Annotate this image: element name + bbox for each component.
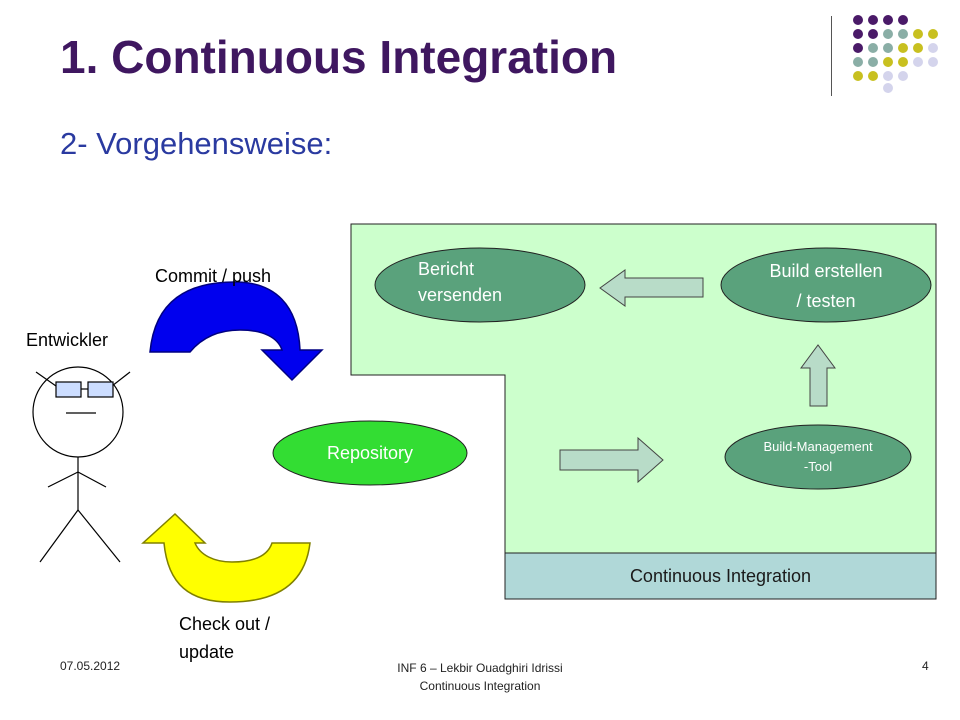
footer-center: INF 6 – Lekbir Ouadghiri Idrissi Continu… [330,659,630,695]
repository-label: Repository [326,442,414,463]
report-label: Bericht versenden [418,259,503,305]
ci-band-label: Continuous Integration [629,565,812,586]
developer-label: Entwickler [26,330,109,350]
up-block-arrow [800,344,836,407]
commit-arrow [149,281,324,382]
developer-glasses-left [55,381,82,398]
build-label: Build erstellen / testen [769,261,883,311]
report-oval [374,247,586,323]
checkout-arrow [141,512,311,603]
developer-figure [32,366,131,563]
dot-grid-row-5 [853,71,908,81]
build-mgmt-oval [724,424,912,490]
footer-course: INF 6 – Lekbir Ouadghiri Idrissi [397,661,563,675]
checkout-label: Check out / update [179,614,271,662]
dot-grid-row-2 [853,29,938,39]
slide-subtitle: 2- Vorgehensweise: [60,126,333,161]
header-divider [831,16,832,96]
slide-title: 1. Continuous Integration [60,31,618,83]
decorative-dot-grid [853,15,938,93]
developer-glasses-right [87,381,114,398]
right-block-arrow [559,436,664,484]
footer-page-number: 4 [922,659,929,673]
dot-grid-row-1 [853,15,908,25]
dot-grid-row-6 [883,83,893,93]
build-mgmt-label: Build-Management -Tool [763,439,873,474]
footer-date: 07.05.2012 [60,659,121,673]
repository-oval [272,420,468,486]
commit-label: Commit / push [155,266,272,286]
build-oval [720,247,932,323]
ci-band [504,552,937,600]
dot-grid-row-3 [853,43,938,53]
footer-topic: Continuous Integration [419,679,541,693]
dot-grid-row-4 [853,57,938,67]
developer-head [32,366,124,458]
left-block-arrow [599,269,704,307]
